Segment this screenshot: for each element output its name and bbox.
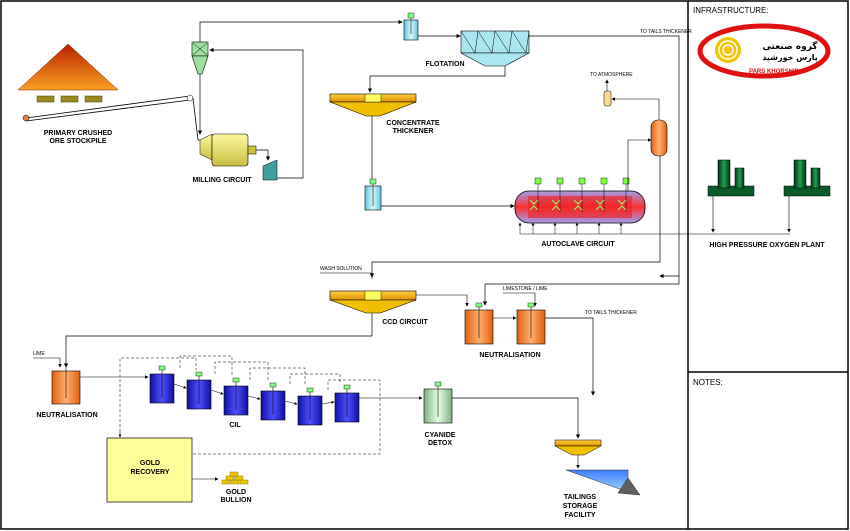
company-logo: گروه صنعتی پارس خورشید PARS KHORSHID [697, 23, 831, 79]
to-tails-thickener-top: TO TAILS THICKENER [640, 29, 692, 35]
oxygen-injection-lines [518, 222, 790, 235]
neutralisation-tank-3 [51, 366, 81, 405]
cil-tank-6 [334, 384, 360, 423]
neutralisation-lower-label: NEUTRALISATION [36, 412, 97, 419]
milling-label: MILLING CIRCUIT [192, 177, 252, 184]
ccd-thickener [329, 290, 417, 314]
autoclave-agitators [534, 177, 630, 212]
gold-bullion-icon [221, 471, 249, 485]
cil-tank-1 [149, 365, 175, 404]
stockpile-shape [17, 43, 119, 91]
logo-line-1: گروه صنعتی [762, 40, 818, 52]
autoclave-label: AUTOCLAVE CIRCUIT [541, 241, 615, 248]
cyanide-detox-tank [423, 381, 453, 424]
stockpile-label-1: PRIMARY CRUSHED [44, 130, 112, 137]
autoclave-feed-tank [364, 178, 382, 211]
ore-stockpile [17, 43, 119, 103]
concentrate-label-2: THICKENER [393, 128, 434, 135]
cil-tank-4 [260, 382, 286, 421]
conveyor [22, 94, 213, 143]
flotation-label: FLOTATION [425, 61, 464, 68]
gold-recovery-label-1: GOLD [140, 460, 160, 467]
cil-slurry-links [173, 383, 335, 405]
limestone-lime-label: LIMESTONE / LIME [503, 286, 548, 292]
logo-line-2: پارس خورشید [762, 53, 818, 63]
cil-tank-3 [223, 377, 249, 416]
cil-label: CIL [229, 422, 241, 429]
tailings-dam [565, 469, 641, 496]
vent-stack [603, 90, 612, 107]
gold-bullion-label-1: GOLD [226, 489, 246, 496]
tailings-label-2: STORAGE [563, 503, 598, 510]
to-tails-thickener-mid: TO TAILS THICKENER [585, 310, 637, 316]
logo-caption: PARS KHORSHID [749, 69, 800, 75]
tailings-label-3: FACILITY [564, 512, 595, 519]
neutralisation-tank-2 [516, 302, 546, 345]
neutralisation-tank-1 [464, 302, 494, 345]
stockpile-label-2: ORE STOCKPILE [49, 138, 106, 145]
concentrate-thickener [329, 93, 417, 117]
oxygen-plant-label: HIGH PRESSURE OXYGEN PLANT [709, 242, 825, 249]
neutralisation-upper-label: NEUTRALISATION [479, 352, 540, 359]
cil-tank-5 [297, 387, 323, 426]
ball-mill [199, 133, 257, 167]
mill-pump [262, 159, 278, 181]
oxygen-plant-unit-1 [707, 159, 755, 197]
to-atmosphere-label: TO ATMOSPHERE [590, 72, 633, 78]
cyanide-label-2: DETOX [428, 440, 452, 447]
ccd-label: CCD CIRCUIT [382, 319, 428, 326]
flotation-feed-tank [403, 12, 419, 41]
wash-solution-label: WASH SOLUTION [320, 266, 362, 272]
cyanide-label-1: CYANIDE [425, 432, 456, 439]
tailings-thickener [554, 439, 602, 456]
concentrate-label-1: CONCENTRATE [386, 120, 439, 127]
cil-tank-2 [186, 371, 212, 410]
lime-label: LIME [33, 351, 45, 357]
logo-ring [697, 23, 831, 79]
gold-recovery-box [106, 437, 193, 503]
notes-title: NOTES: [693, 378, 723, 387]
cyclone [191, 41, 209, 75]
flotation-cells [460, 30, 530, 67]
sun-icon [715, 37, 741, 63]
autoclave-weirs [529, 199, 627, 211]
tailings-label-1: TAILINGS [564, 494, 596, 501]
gold-bullion-label-2: BULLION [220, 497, 251, 504]
infrastructure-title: INFRASTRUCTURE: [693, 6, 769, 15]
carbon-transfer-lines [119, 355, 381, 455]
gold-recovery-label-2: RECOVERY [130, 469, 169, 476]
oxygen-plant-unit-2 [783, 159, 831, 197]
flash-vessel [650, 119, 668, 157]
